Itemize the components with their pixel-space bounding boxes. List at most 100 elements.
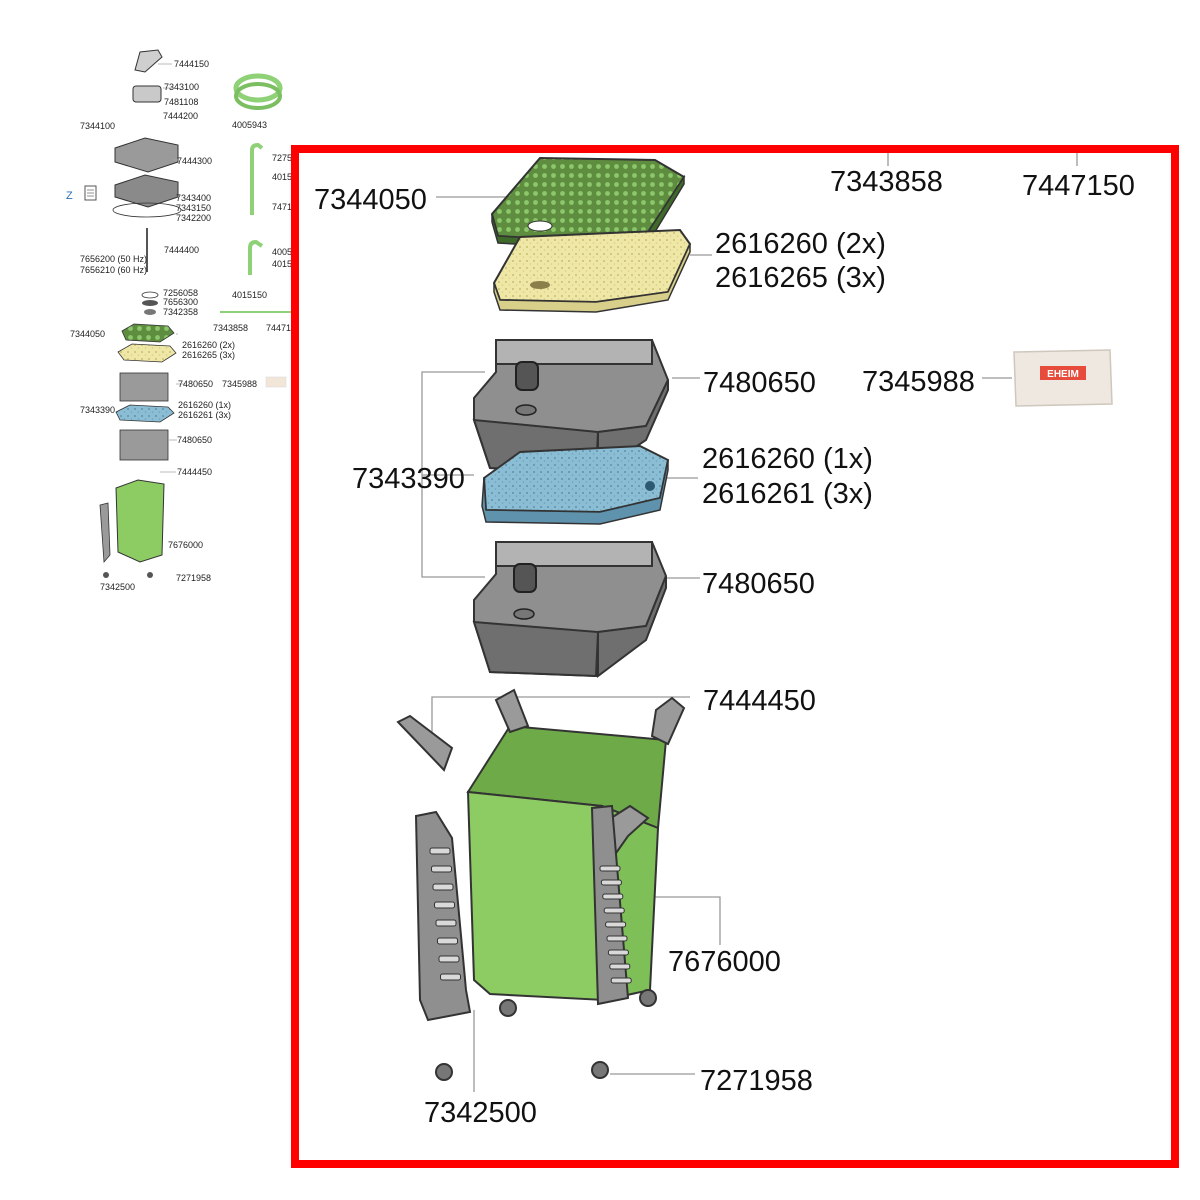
overview-ring-b	[142, 300, 158, 306]
label-7343390: 7343390	[352, 463, 465, 495]
ov-label-7480650-a: 7480650	[178, 379, 213, 389]
ov-label-7656300: 7656300	[163, 297, 198, 307]
overview-doc-icon-letter: Z	[66, 190, 73, 202]
media-packet: EHEIM	[1013, 349, 1113, 407]
ov-label-7444450: 7444450	[177, 467, 212, 477]
overview-hose-coil	[233, 73, 283, 103]
label-7480650-upper: 7480650	[703, 367, 816, 399]
corner-rail-slot	[602, 893, 624, 900]
yellow-pad-edge	[493, 243, 691, 313]
overview-tray-upper	[119, 372, 169, 402]
side-rail-slot	[438, 955, 460, 963]
side-rail-slot	[431, 865, 452, 873]
overview-basket	[115, 479, 165, 563]
ov-label-7676000: 7676000	[168, 540, 203, 550]
side-rail-slot	[440, 973, 461, 981]
ov-label-7444300: 7444300	[177, 156, 212, 166]
basket-clip-left	[494, 688, 530, 734]
ov-label-7342500: 7342500	[100, 582, 135, 592]
corner-rail-slot	[600, 879, 622, 886]
ov-label-7343858: 7343858	[213, 323, 248, 333]
corner-rail-slot	[609, 963, 631, 970]
overview-diagram: Z 7444150 7343100 7481108 7444200 734410…	[66, 49, 292, 592]
corner-rail-slot	[603, 907, 625, 914]
ov-label-2616260-2x: 2616260 (2x)	[182, 340, 235, 350]
overview-nut-a	[103, 572, 109, 578]
side-rail-slot	[437, 937, 458, 945]
ov-label-4015150: 4015150	[232, 290, 267, 300]
ov-label-7481108: 7481108	[164, 97, 198, 107]
corner-rail-slot	[605, 921, 627, 928]
overview-yellow-mat	[117, 343, 177, 363]
lower-tray-port	[513, 608, 535, 620]
side-rail-slot	[429, 847, 451, 855]
lower-tray-tube	[513, 563, 537, 593]
hex-nut-3	[435, 1063, 453, 1081]
ov-label-7343390: 7343390	[80, 405, 115, 415]
blue-pad-edge	[481, 459, 669, 525]
overview-ring-c	[144, 309, 156, 315]
overview-nut-b	[147, 572, 153, 578]
ov-label-74471: 74471	[266, 323, 291, 333]
ov-label-7444150: 7444150	[174, 59, 209, 69]
ov-label-7343400: 7343400	[176, 193, 211, 203]
overview-tray-lower	[119, 429, 169, 461]
corner-rail-slot	[607, 949, 629, 956]
corner-rail-slot	[599, 865, 621, 872]
upper-tray-port	[515, 404, 537, 416]
label-7344050: 7344050	[314, 184, 427, 216]
overview-seal-ring	[112, 202, 182, 218]
label-2616260-1x: 2616260 (1x)	[702, 443, 873, 475]
label-7271958: 7271958	[700, 1065, 813, 1097]
ov-label-7342358: 7342358	[163, 307, 198, 317]
ov-label-7656210: 7656210 (60 Hz)	[80, 265, 147, 275]
label-2616261-3x: 2616261 (3x)	[702, 478, 873, 510]
corner-rail-slot	[610, 977, 632, 984]
ov-label-4005943: 4005943	[232, 120, 267, 130]
ov-label-7345988: 7345988	[222, 379, 257, 389]
ov-label-7271958: 7271958	[176, 573, 211, 583]
ov-label-7656200: 7656200 (50 Hz)	[80, 254, 147, 264]
overview-inlet-pipe	[248, 239, 264, 275]
label-7444450: 7444450	[703, 685, 816, 717]
label-2616265-3x: 2616265 (3x)	[715, 262, 886, 294]
side-rail	[414, 810, 472, 1022]
ov-label-7471: 7471	[272, 202, 292, 212]
label-7345988: 7345988	[862, 366, 975, 398]
ov-label-7344050: 7344050	[70, 329, 105, 339]
packet-brand: EHEIM	[1047, 369, 1079, 380]
overview-lid	[114, 137, 179, 173]
side-rail-slot	[432, 883, 454, 891]
ov-label-4005-b: 4005	[272, 247, 292, 257]
overview-ring-a	[141, 291, 159, 299]
rail-slots	[429, 847, 632, 984]
overview-outlet-pipe	[250, 142, 264, 170]
ov-label-7342200: 7342200	[176, 213, 211, 223]
ov-label-2616260-1x: 2616260 (1x)	[178, 400, 231, 410]
label-7343858: 7343858	[830, 166, 943, 198]
hex-nut-4	[591, 1061, 609, 1079]
label-7342500: 7342500	[424, 1097, 537, 1129]
hex-nut-1	[499, 999, 517, 1017]
blue-pad-hole	[645, 481, 655, 491]
ov-label-4015-a: 4015	[272, 172, 292, 182]
ov-label-7275: 7275	[272, 153, 292, 163]
overview-pump-head	[132, 85, 162, 103]
overview-green-mat	[121, 323, 175, 343]
basket-handle-clip	[396, 714, 454, 772]
ov-label-7343100: 7343100	[164, 82, 199, 92]
ov-label-4015-b: 4015	[272, 259, 292, 269]
overview-lid-base	[114, 174, 179, 208]
overview-clip-part	[134, 49, 163, 73]
packet-logo-band	[1040, 366, 1086, 380]
overview-blue-mat	[115, 404, 175, 423]
yellow-pad-hole	[530, 281, 550, 289]
green-mat-hole	[527, 220, 553, 232]
ov-label-2616265-3x: 2616265 (3x)	[182, 350, 235, 360]
ov-label-7343150: 7343150	[176, 203, 211, 213]
overview-packet	[265, 376, 287, 388]
ov-label-2616261-3x: 2616261 (3x)	[178, 410, 231, 420]
label-2616260-2x: 2616260 (2x)	[715, 228, 886, 260]
hex-nut-group	[435, 989, 657, 1081]
